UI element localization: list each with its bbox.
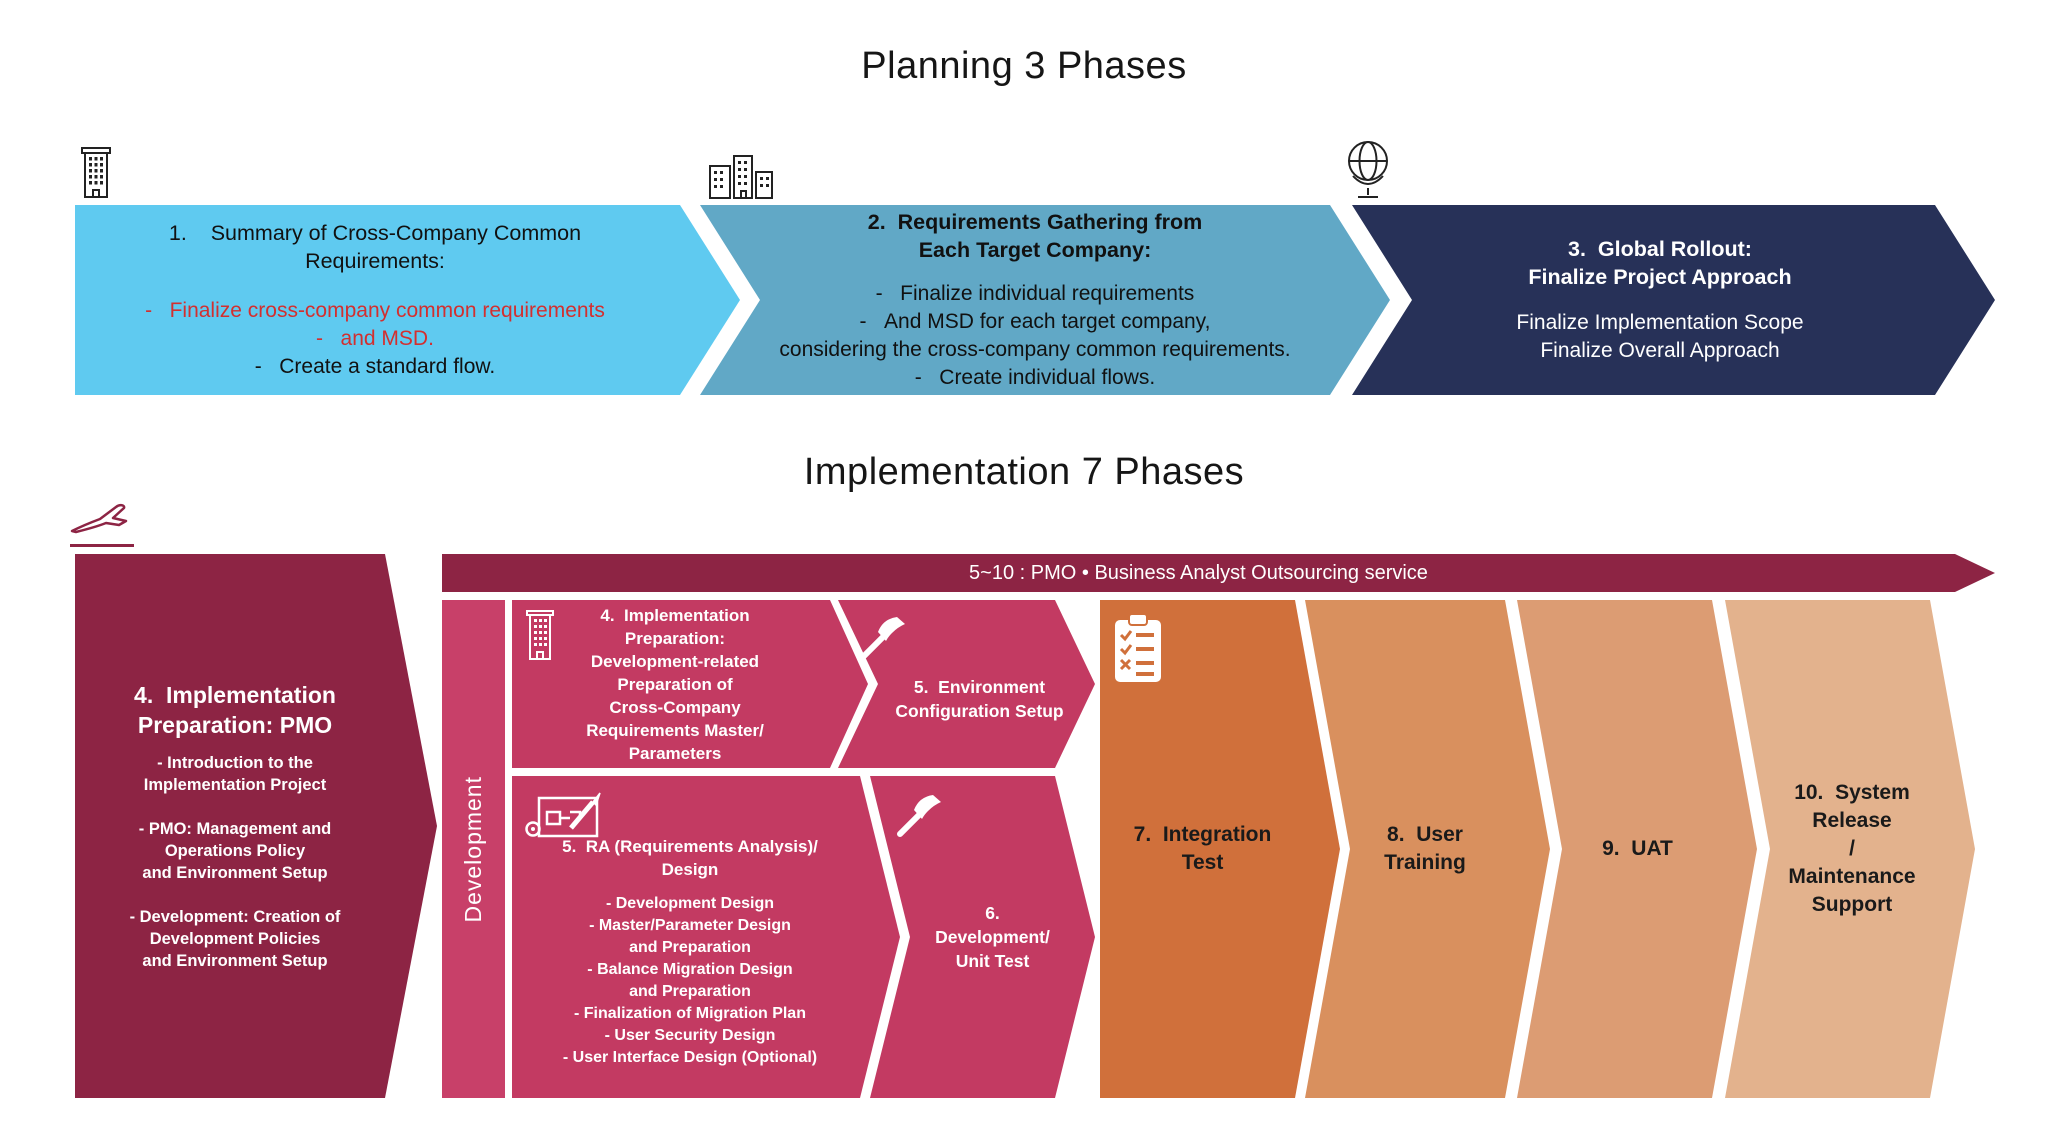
hammer-icon [886,784,948,842]
phase-7-label: 7. Integration Test [1133,823,1272,874]
outsourcing-banner-label: 5~10 : PMO • Business Analyst Outsourcin… [969,561,1428,584]
phase-2-heading: 2. Requirements Gathering from Each Targ… [867,210,1203,262]
phase-1-items: - Create a standard flow. [254,355,496,378]
phase-1-highlight-items: - Finalize cross-company common requirem… [145,299,605,350]
phase-5-env-text: 5. Environment Configuration Setup [872,630,1087,768]
blueprint-icon [524,784,608,846]
building-icon [524,608,556,664]
phase-5-ra-block [512,776,900,1098]
phase-7-chevron [1100,600,1340,1098]
phase-9-label: 9. UAT [1602,837,1673,860]
airplane-icon [68,498,136,542]
phase-3-heading: 3. Global Rollout: Finalize Project Appr… [1528,237,1792,289]
phase-10-label: 10. System Release / Maintenance Support [1788,781,1916,916]
globe-icon [1342,138,1394,202]
airplane-underline [70,544,134,547]
phase-4-dev-block [512,600,868,768]
checklist-icon [1112,612,1164,686]
phase-3-chevron [1352,205,1995,395]
phase-2-chevron [700,205,1390,395]
phase-9-text: 9. UAT [1545,600,1730,1098]
phase-4-dev-label: 4. Implementation Preparation: Developme… [586,605,764,763]
phase-4-pmo-items: - Introduction to the Implementation Pro… [129,754,341,970]
phase-2-items: - Finalize individual requirements - And… [779,282,1291,389]
phase-5-ra-text: 5. RA (Requirements Analysis)/ Design - … [525,806,855,1098]
phase-1-heading: 1. Summary of Cross-Company Common Requi… [168,221,582,273]
buildings-icon [708,152,776,202]
phase-6-text: 6. Development/ Unit Test [900,776,1085,1098]
phase-5-ra-heading: 5. RA (Requirements Analysis)/ Design [562,837,818,879]
building-icon [76,144,116,202]
development-strip-label: Development [460,775,486,923]
phase-4-pmo-text: 4. Implementation Preparation: PMO - Int… [85,554,385,1098]
phase-5-ra-items: - Development Design - Master/Parameter … [562,895,818,1066]
outsourcing-banner [442,554,1995,592]
phase-1-chevron [75,205,740,395]
phase-7-text: 7. Integration Test [1100,600,1305,1098]
phase-4-dev-text: 4. Implementation Preparation: Developme… [560,600,790,768]
phase-4-pmo-chevron [75,554,437,1098]
phase-1-text: 1. Summary of Cross-Company Common Requi… [95,205,655,395]
phase-3-items: Finalize Implementation Scope Finalize O… [1516,311,1804,362]
phase-3-text: 3. Global Rollout: Finalize Project Appr… [1400,205,1920,395]
phase-10-text: 10. System Release / Maintenance Support [1752,600,1952,1098]
phase-2-text: 2. Requirements Gathering from Each Targ… [745,205,1325,395]
phase-4-pmo-heading: 4. Implementation Preparation: PMO [134,682,336,738]
phase-8-label: 8. User Training [1384,823,1466,874]
development-strip [442,600,505,1098]
planning-title: Planning 3 Phases [861,45,1187,87]
phase-6-label: 6. Development/ Unit Test [935,903,1050,971]
hammer-icon [850,606,912,664]
implementation-title: Implementation 7 Phases [803,451,1245,493]
phase-5-env-label: 5. Environment Configuration Setup [895,677,1064,721]
phase-8-text: 8. User Training [1330,600,1520,1098]
